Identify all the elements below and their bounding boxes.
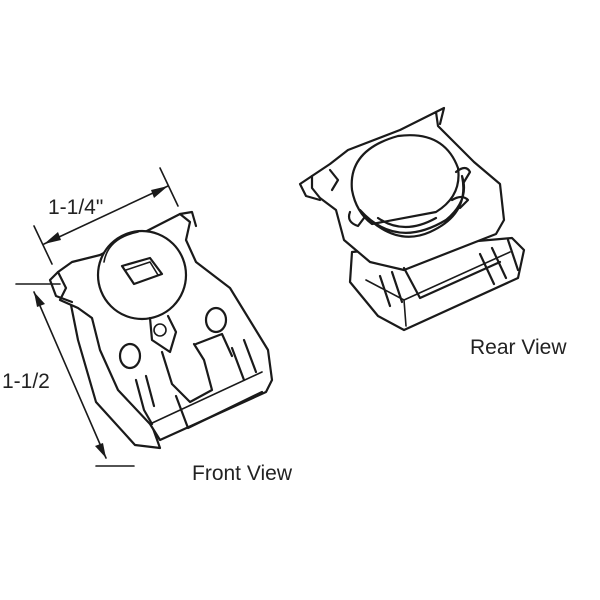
front-view-label: Front View xyxy=(192,462,293,485)
mounting-hole-left xyxy=(118,342,142,370)
rear-view-part xyxy=(298,106,526,332)
width-dimension xyxy=(33,167,179,265)
height-dimension-label: 1-1/2 xyxy=(2,370,50,393)
height-dimension xyxy=(15,283,135,467)
mounting-hole-right xyxy=(204,306,228,334)
front-view-part xyxy=(48,210,274,450)
rear-view-label: Rear View xyxy=(470,336,567,359)
width-dimension-label: 1-1/4" xyxy=(48,196,103,219)
dome xyxy=(350,134,460,226)
